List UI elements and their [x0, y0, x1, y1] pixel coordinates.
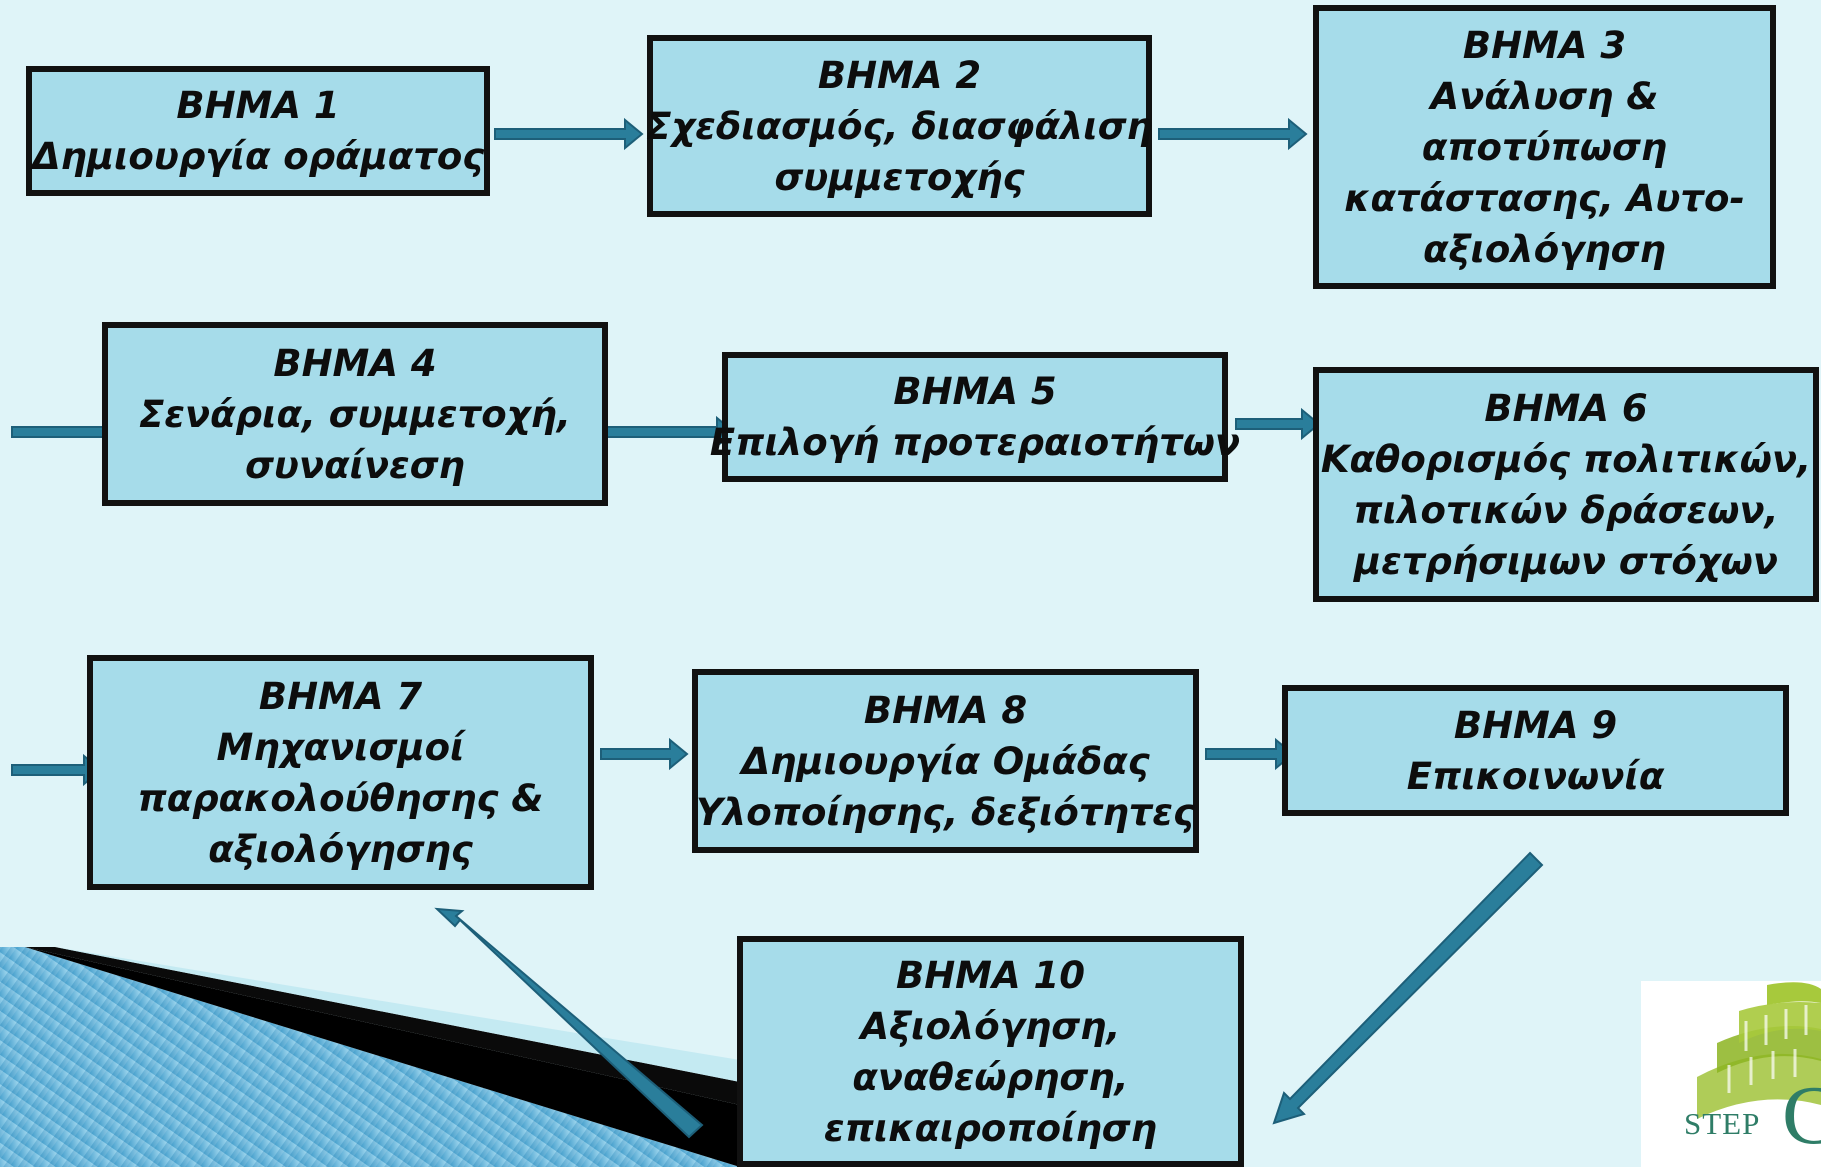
step-10-box: ΒΗΜΑ 10 Αξιολόγηση, αναθεώρηση, επικαιρο…: [737, 936, 1244, 1167]
step-10-text-line: αναθεώρηση,: [852, 1055, 1129, 1099]
step-5-text-line: Επιλογή προτεραιοτήτων: [709, 421, 1241, 464]
step-3-text-line: Ανάλυση &: [1430, 74, 1659, 118]
logo-mark: [1697, 982, 1821, 1119]
step-7-text-line: παρακολούθησης &: [137, 776, 544, 820]
step-7-title: ΒΗΜΑ 7: [258, 674, 423, 718]
step-2-text-line: Σχεδιασμός, διασφάλιση: [646, 104, 1153, 148]
logo-text: STEP: [1684, 1106, 1761, 1141]
step-4-text-line: Σενάρια, συμμετοχή,: [139, 392, 571, 436]
step-3-text-line: κατάστασης, Αυτο-: [1344, 176, 1745, 220]
step-6-box: ΒΗΜΑ 6 Καθορισμός πολιτικών, πιλοτικών δ…: [1313, 367, 1819, 602]
arrow-8-9: [1205, 737, 1295, 771]
step-8-text-line: Δημιουργία Ομάδας: [741, 739, 1150, 783]
step-6-text-line: πιλοτικών δράσεων,: [1353, 488, 1779, 532]
arrow-2-3: [1158, 117, 1308, 151]
logo-initial: C: [1782, 1069, 1821, 1162]
step-9-text-line: Επικοινωνία: [1406, 754, 1665, 798]
step-9-title: ΒΗΜΑ 9: [1453, 703, 1618, 747]
step-4-title: ΒΗΜΑ 4: [273, 341, 437, 385]
step-2-title: ΒΗΜΑ 2: [817, 53, 982, 97]
step-5-box: ΒΗΜΑ 5 Επιλογή προτεραιοτήτων: [710, 352, 1240, 482]
step-8-title: ΒΗΜΑ 8: [863, 688, 1028, 732]
step-10-text-line: Αξιολόγηση,: [860, 1004, 1121, 1048]
step-7-text-line: Μηχανισμοί: [216, 725, 465, 769]
step-logo: STEP C: [1641, 981, 1821, 1167]
step-6-text-line: μετρήσιμων στόχων: [1353, 539, 1779, 583]
step-1-box: ΒΗΜΑ 1 Δημιουργία οράματος: [26, 66, 490, 196]
step-6-title: ΒΗΜΑ 6: [1484, 386, 1648, 430]
step-6-text-line: Καθορισμός πολιτικών,: [1320, 437, 1812, 481]
step-10-text-line: επικαιροποίηση: [824, 1106, 1157, 1150]
arrow-7-8: [600, 737, 689, 771]
step-4-text-line: συναίνεση: [245, 443, 465, 487]
arrow-9-10: [1272, 851, 1544, 1125]
step-8-text-line: Υλοποίησης, δεξιότητες: [696, 790, 1195, 834]
step-3-text-line: αξιολόγηση: [1423, 227, 1666, 271]
step-3-box: ΒΗΜΑ 3 Ανάλυση & αποτύπωση κατάστασης, Α…: [1313, 5, 1776, 289]
step-1-title: ΒΗΜΑ 1: [176, 84, 340, 127]
arrow-10-7: [434, 907, 704, 1139]
step-2-text-line: συμμετοχής: [774, 155, 1025, 199]
corner-decoration: [0, 947, 740, 1167]
step-1-text-line: Δημιουργία οράματος: [31, 135, 485, 178]
step-3-title: ΒΗΜΑ 3: [1462, 23, 1627, 67]
step-3-text-line: αποτύπωση: [1421, 125, 1668, 169]
step-9-box: ΒΗΜΑ 9 Επικοινωνία: [1282, 685, 1789, 816]
step-7-text-line: αξιολόγησης: [208, 827, 473, 871]
step-5-title: ΒΗΜΑ 5: [893, 370, 1057, 413]
arrow-1-2: [494, 117, 644, 151]
step-8-box: ΒΗΜΑ 8 Δημιουργία Ομάδας Υλοποίησης, δεξ…: [692, 669, 1199, 853]
step-2-box: ΒΗΜΑ 2 Σχεδιασμός, διασφάλιση συμμετοχής: [646, 35, 1153, 217]
arrow-5-6: [1235, 407, 1321, 441]
step-4-box: ΒΗΜΑ 4 Σενάρια, συμμετοχή, συναίνεση: [102, 322, 608, 506]
step-7-box: ΒΗΜΑ 7 Μηχανισμοί παρακολούθησης & αξιολ…: [87, 655, 594, 890]
step-10-title: ΒΗΜΑ 10: [896, 953, 1085, 997]
